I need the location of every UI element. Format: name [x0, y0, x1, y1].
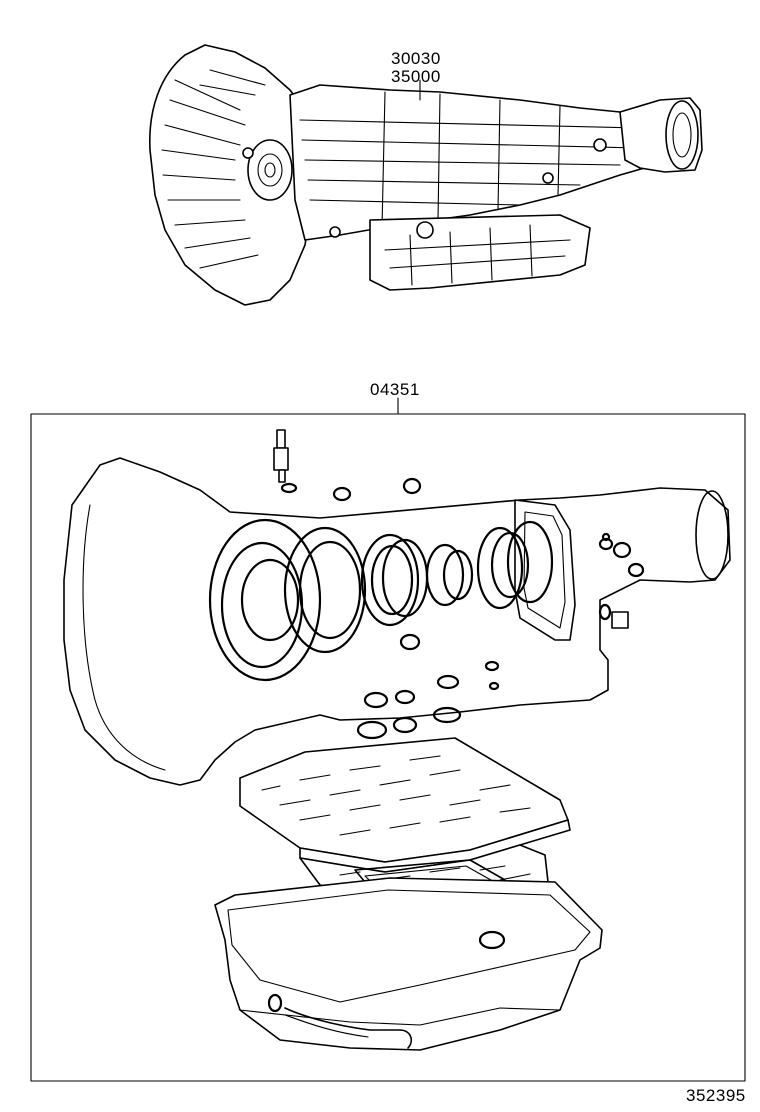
- seal-ring: [208, 518, 322, 682]
- seal-ring: [490, 531, 530, 599]
- part-number-label: 04351: [370, 380, 420, 399]
- part-number-label: 35000: [391, 67, 441, 86]
- seal-ring: [506, 520, 554, 604]
- magnet: [478, 930, 506, 950]
- seal-ring: [283, 526, 367, 654]
- o-ring: [402, 477, 422, 495]
- rear-gasket: [514, 499, 576, 641]
- illustration-id-label: 352395: [686, 1086, 746, 1105]
- transmission-assembly-illustration: [149, 44, 703, 306]
- part-number-label: 30030: [391, 49, 441, 68]
- seal-ring: [298, 540, 362, 640]
- overhaul-kit-illustration: [63, 429, 731, 1051]
- seal-ring: [240, 558, 300, 642]
- plug-bolt: [611, 611, 629, 629]
- o-ring: [332, 486, 352, 502]
- seal-ring: [360, 533, 420, 627]
- seal-ring: [425, 543, 465, 607]
- speed-sensor-part: [273, 429, 298, 494]
- seal-ring: [476, 526, 524, 610]
- seal-ring: [370, 544, 414, 616]
- seal-ring: [442, 549, 474, 601]
- kit-frame: [30, 413, 746, 1082]
- filler-tube: [284, 1007, 412, 1049]
